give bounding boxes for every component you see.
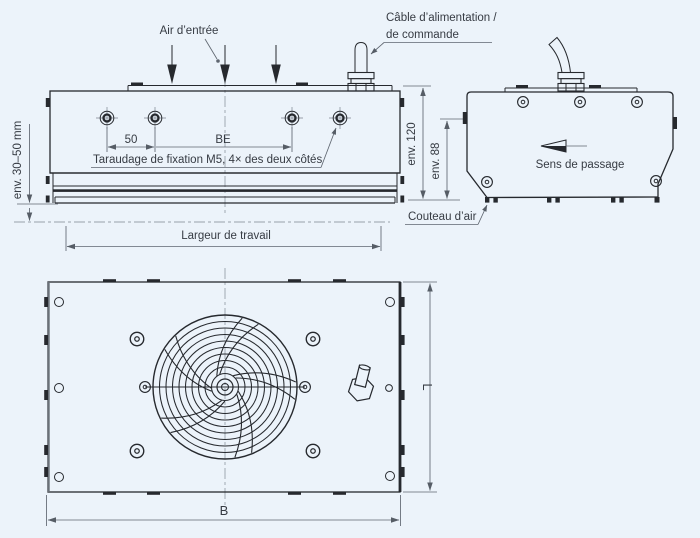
- length-dimension: L: [403, 281, 437, 493]
- air-inlet-arrows: [167, 45, 281, 84]
- mounting-holes: [94, 105, 353, 131]
- front-view: 50 BE Taraudage de fixation M5, 4× des d…: [12, 12, 497, 251]
- leader-dot: [216, 59, 220, 63]
- travel-direction-text: Sens de passage: [536, 159, 625, 171]
- working-distance-dimension: env. 30–50 mm: [12, 121, 58, 221]
- side-screws: [481, 96, 662, 188]
- length-value: L: [420, 383, 435, 390]
- air-inlet-plate: [127, 82, 393, 91]
- cable-text-line1: Câble d’alimentation /: [386, 12, 497, 24]
- cable-gland-front: [347, 41, 375, 92]
- travel-direction-arrow: [540, 139, 587, 153]
- height-dimensions: env. 120 env. 88: [403, 85, 465, 201]
- side-view: Sens de passage Couteau d’air: [405, 36, 677, 225]
- nozzle-width-value: BE: [215, 134, 231, 146]
- nozzle-section: [50, 172, 400, 204]
- width-value: B: [220, 503, 229, 518]
- overall-height-value: env. 120: [406, 122, 418, 165]
- air-inlet-text: Air d’entrée: [160, 25, 219, 37]
- air-inlet-label: Air d’entrée: [160, 25, 220, 63]
- air-knife-label: Couteau d’air: [405, 204, 488, 225]
- width-dimension: B: [46, 495, 401, 526]
- bottom-view: L B: [44, 268, 437, 526]
- working-width-text: Largeur de travail: [181, 230, 271, 242]
- front-side-nubs: [45, 98, 405, 203]
- bottom-plain-holes: [54, 297, 395, 482]
- side-tab-left: [462, 112, 467, 124]
- side-tab-right: [673, 117, 677, 129]
- down-arrow-icon: [271, 64, 281, 84]
- hole-pitch-value: 50: [125, 134, 138, 146]
- direction-arrow-fill: [541, 146, 566, 152]
- bottom-edge-tabs: [44, 279, 405, 495]
- down-arrow-icon: [167, 64, 177, 84]
- mounting-note: Taraudage de fixation M5, 4× des deux cô…: [91, 127, 337, 168]
- cable-text-line2: de commande: [386, 29, 459, 41]
- working-width-dimension: Largeur de travail: [65, 226, 382, 251]
- mounting-note-text: Taraudage de fixation M5, 4× des deux cô…: [93, 154, 322, 166]
- cable-gland-bottom: [347, 364, 375, 402]
- cable-gland-side: [548, 36, 585, 92]
- down-arrow-icon: [220, 64, 230, 84]
- bottom-feet: [485, 197, 660, 203]
- side-top-plate: [504, 85, 638, 92]
- hole-pitch-dimension: 50 BE: [106, 127, 293, 152]
- working-distance-value: env. 30–50 mm: [12, 121, 24, 199]
- power-cable-label: Câble d’alimentation / de commande: [370, 12, 497, 55]
- side-housing-outline: [466, 91, 674, 199]
- air-knife-text: Couteau d’air: [408, 211, 477, 223]
- housing-height-value: env. 88: [430, 143, 442, 180]
- fan-grille: [139, 314, 311, 460]
